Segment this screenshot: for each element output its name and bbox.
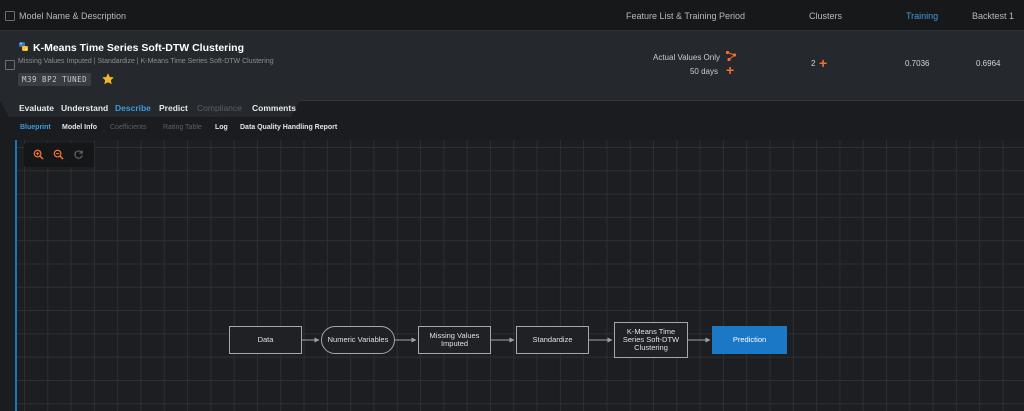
node-standardize[interactable]: Standardize	[516, 326, 589, 354]
tab-compliance[interactable]: Compliance	[197, 103, 242, 113]
tab-evaluate[interactable]: Evaluate	[19, 103, 54, 113]
model-description: Missing Values Imputed | Standardize | K…	[18, 58, 274, 65]
node-missing-values-imputed[interactable]: Missing Values Imputed	[418, 326, 491, 354]
subtab-coefficients[interactable]: Coefficients	[110, 124, 147, 131]
reset-view-icon[interactable]	[72, 148, 85, 161]
subtab-rating-table[interactable]: Rating Table	[163, 124, 202, 131]
node-data[interactable]: Data	[229, 326, 302, 354]
python-icon	[18, 41, 29, 54]
tab-describe[interactable]: Describe	[115, 103, 151, 113]
subtab-blueprint[interactable]: Blueprint	[20, 124, 51, 131]
model-badge: M39 BP2 TUNED	[18, 73, 92, 86]
node-numeric-variables[interactable]: Numeric Variables	[321, 326, 395, 354]
tab-comments[interactable]: Comments	[252, 103, 296, 113]
model-row-checkbox[interactable]	[5, 60, 15, 70]
select-all-checkbox[interactable]	[5, 11, 15, 21]
subtab-data-quality-report[interactable]: Data Quality Handling Report	[240, 124, 338, 131]
backtest-score: 0.6964	[976, 59, 1001, 68]
feature-list-column-header[interactable]: Feature List & Training Period	[626, 11, 746, 21]
tab-understand[interactable]: Understand	[61, 103, 109, 113]
training-score: 0.7036	[905, 59, 930, 68]
tab-predict[interactable]: Predict	[159, 103, 188, 113]
clusters-column-header[interactable]: Clusters	[809, 11, 843, 21]
leaderboard-header: Model Name & Description Feature List & …	[0, 0, 1024, 31]
node-prediction[interactable]: Prediction	[712, 326, 787, 354]
zoom-in-icon[interactable]	[32, 148, 45, 161]
model-title[interactable]: K-Means Time Series Soft-DTW Clustering	[33, 42, 245, 54]
subtab-model-info[interactable]: Model Info	[62, 124, 97, 131]
subtab-log[interactable]: Log	[215, 124, 228, 131]
zoom-controls	[24, 143, 94, 167]
star-icon[interactable]	[101, 72, 115, 88]
clusters-value: 2	[811, 59, 816, 68]
node-kmeans-clustering[interactable]: K-Means Time Series Soft-DTW Clustering	[614, 322, 688, 358]
backtest-column-header[interactable]: Backtest 1	[972, 11, 1015, 21]
training-period: 50 days	[689, 67, 718, 76]
add-clusters-icon[interactable]: +	[819, 55, 828, 71]
training-column-header[interactable]: Training	[906, 11, 939, 21]
model-name-column-header[interactable]: Model Name & Description	[19, 11, 127, 21]
zoom-out-icon[interactable]	[52, 148, 65, 161]
selected-row-accent	[15, 140, 17, 411]
model-row[interactable]: K-Means Time Series Soft-DTW Clustering …	[0, 31, 1024, 101]
feature-list-name[interactable]: Actual Values Only	[653, 53, 720, 62]
feature-list-icon[interactable]	[725, 50, 737, 64]
blueprint-canvas[interactable]	[17, 140, 1024, 411]
tab-bar	[0, 100, 300, 117]
add-training-period-icon[interactable]: +	[726, 62, 735, 78]
